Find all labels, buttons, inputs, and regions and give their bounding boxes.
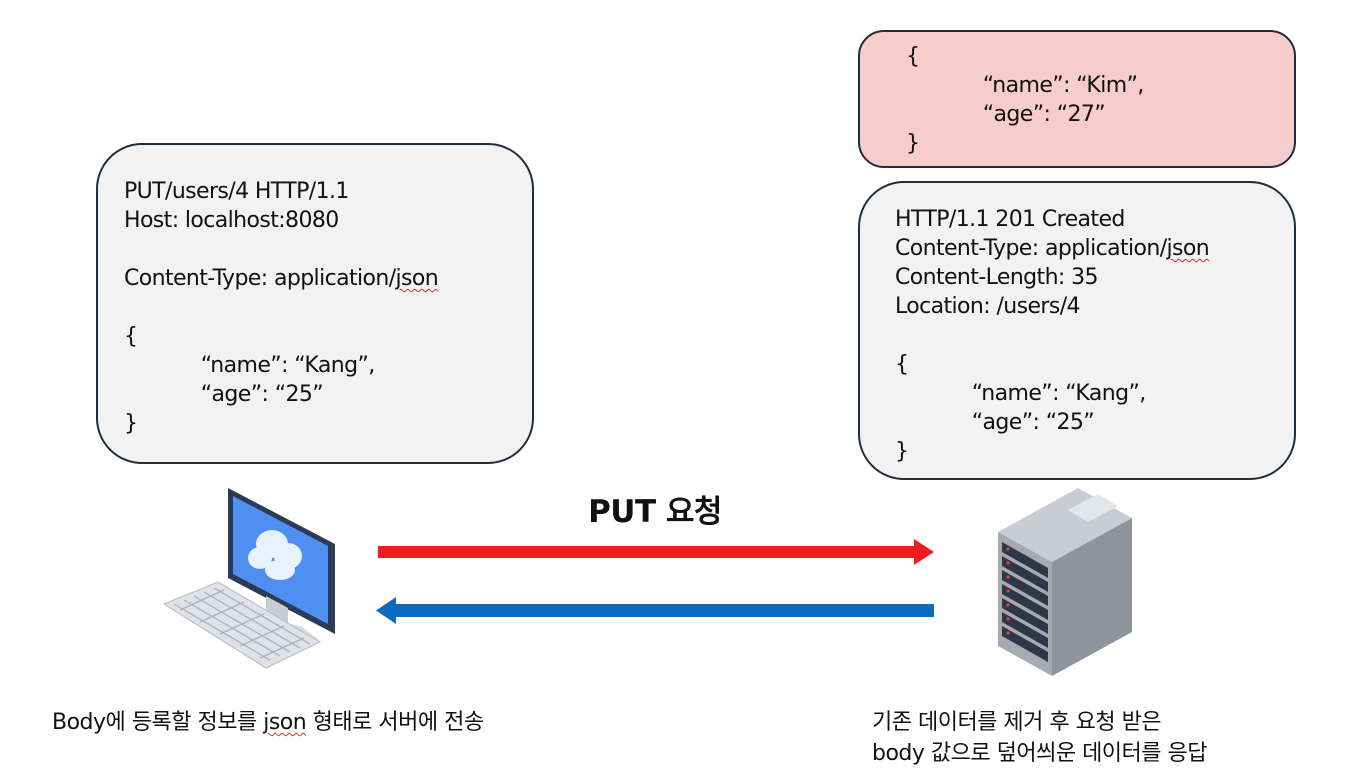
res-line-1: HTTP/1.1 201 Created xyxy=(895,207,1125,232)
right-caption-line-1: 기존 데이터를 제거 후 요청 받은 xyxy=(872,710,1162,735)
res-line-2: Content-Type: application/ xyxy=(895,236,1167,261)
pink-line-1: { xyxy=(906,44,920,69)
res-line-9: } xyxy=(895,439,909,464)
req-line-9: } xyxy=(124,411,138,436)
left-caption-json: json xyxy=(263,710,307,735)
request-text: PUT/users/4 HTTP/1.1 Host: localhost:808… xyxy=(124,177,439,438)
req-line-4: Content-Type: application/ xyxy=(124,266,396,291)
right-caption-line-2: body 값으로 덮어씌운 데이터를 응답 xyxy=(872,741,1208,766)
response-arrow xyxy=(376,597,934,624)
res-line-4: Location: /users/4 xyxy=(895,294,1081,319)
left-caption-before: Body에 등록할 정보를 xyxy=(52,710,264,735)
previous-data-box xyxy=(858,30,1296,168)
pink-line-2: “name”: “Kim”, xyxy=(906,73,1145,98)
right-caption: 기존 데이터를 제거 후 요청 받은 body 값으로 덮어씌운 데이터를 응답 xyxy=(872,707,1208,769)
req-json-word: json xyxy=(395,266,439,291)
arrow-label: PUT 요청 xyxy=(588,494,722,530)
request-box xyxy=(96,143,534,464)
previous-data-text: { “name”: “Kim”, “age”: “27” } xyxy=(906,42,1144,158)
computer-icon xyxy=(162,488,335,669)
res-line-8: “age”: “25” xyxy=(895,410,1095,435)
res-line-6: { xyxy=(895,352,909,377)
pink-line-3: “age”: “27” xyxy=(906,102,1106,127)
pink-line-4: } xyxy=(906,131,920,156)
left-caption: Body에 등록할 정보를 json 형태로 서버에 전송 xyxy=(52,707,484,738)
res-json-word: json xyxy=(1166,236,1210,261)
request-arrow xyxy=(378,539,934,565)
req-line-6: { xyxy=(124,324,138,349)
response-text: HTTP/1.1 201 Created Content-Type: appli… xyxy=(895,205,1210,466)
left-caption-after: 형태로 서버에 전송 xyxy=(306,710,484,735)
response-box xyxy=(858,181,1296,480)
req-line-8: “age”: “25” xyxy=(124,382,324,407)
res-line-3: Content-Length: 35 xyxy=(895,265,1099,290)
res-line-7: “name”: “Kang”, xyxy=(895,381,1147,406)
req-line-2: Host: localhost:8080 xyxy=(124,208,339,233)
req-line-7: “name”: “Kang”, xyxy=(124,353,376,378)
req-line-1: PUT/users/4 HTTP/1.1 xyxy=(124,179,349,204)
server-icon xyxy=(998,488,1132,676)
